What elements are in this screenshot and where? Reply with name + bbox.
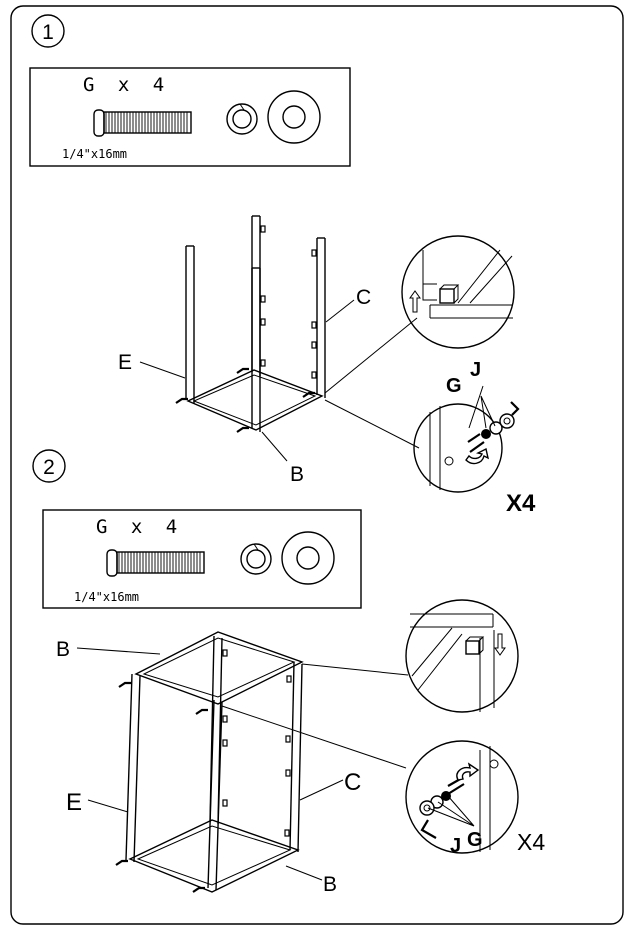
step-2-label-e: E bbox=[66, 789, 82, 816]
flat-washer-icon bbox=[267, 90, 321, 144]
post-back-right bbox=[289, 661, 303, 853]
step-1-bolt-size: 1/4"x16mm bbox=[62, 147, 127, 161]
leader-lines bbox=[139, 299, 420, 462]
step-2-frame-drawing bbox=[76, 631, 409, 893]
allen-key-icon bbox=[510, 401, 520, 416]
step-1-detail-fastening bbox=[413, 385, 520, 493]
exploded-hardware bbox=[419, 791, 475, 839]
step-1-part-label: G x 4 bbox=[83, 74, 170, 96]
bolt-icon bbox=[93, 109, 192, 137]
step-2-badge bbox=[32, 449, 66, 483]
step-2-detail-fastening bbox=[405, 740, 519, 854]
step-2-hardware-box: G x 4 bbox=[42, 509, 362, 609]
rotate-arrow-icon bbox=[465, 447, 490, 465]
post-left bbox=[185, 245, 195, 404]
split-lock-washer-icon bbox=[240, 543, 272, 575]
step-2-bolt-size: 1/4"x16mm bbox=[74, 590, 139, 604]
step-1-label-c: C bbox=[356, 286, 371, 309]
flat-washer-icon bbox=[281, 531, 335, 585]
arrow-up-icon bbox=[409, 290, 421, 313]
step-2-label-g: G bbox=[467, 829, 483, 851]
step-1-number: 1 bbox=[42, 21, 54, 44]
step-2-label-b-bottom: B bbox=[323, 873, 337, 896]
post-back-left bbox=[209, 635, 223, 825]
step-1-badge bbox=[31, 14, 65, 48]
step-2-label-b: B bbox=[56, 638, 70, 661]
rotate-arrow-icon bbox=[456, 762, 480, 781]
post-right bbox=[316, 237, 326, 398]
step-1-label-e: E bbox=[118, 351, 132, 374]
exploded-hardware bbox=[468, 385, 520, 439]
split-lock-washer-icon bbox=[226, 103, 258, 135]
step-2-label-c: C bbox=[344, 769, 361, 796]
step-1-label-j: J bbox=[470, 359, 481, 381]
page-border bbox=[10, 5, 624, 925]
step-2-quantity: X4 bbox=[517, 829, 545, 855]
step-1-hardware-box: G x 4 bbox=[29, 67, 351, 167]
step-1-frame-drawing bbox=[139, 215, 420, 462]
step-1-label-g: G bbox=[446, 375, 462, 397]
step-2-label-j: J bbox=[450, 835, 461, 857]
post-back bbox=[251, 215, 261, 376]
allen-key-icon bbox=[420, 819, 437, 839]
step-1-detail-bracket bbox=[401, 235, 515, 349]
leader-lines bbox=[76, 647, 409, 881]
bolt-icon bbox=[106, 549, 205, 577]
arrow-down-icon bbox=[494, 633, 506, 656]
post-front-left bbox=[125, 673, 141, 863]
step-1-label-b: B bbox=[290, 463, 304, 486]
step-2: 2 G x 4 bbox=[32, 449, 545, 896]
step-1: 1 G x 4 bbox=[29, 14, 536, 517]
step-2-detail-bracket bbox=[405, 599, 519, 713]
step-2-number: 2 bbox=[43, 456, 55, 479]
step-1-quantity: X4 bbox=[506, 490, 536, 517]
post-front bbox=[251, 267, 261, 432]
step-2-part-label: G x 4 bbox=[96, 516, 183, 538]
